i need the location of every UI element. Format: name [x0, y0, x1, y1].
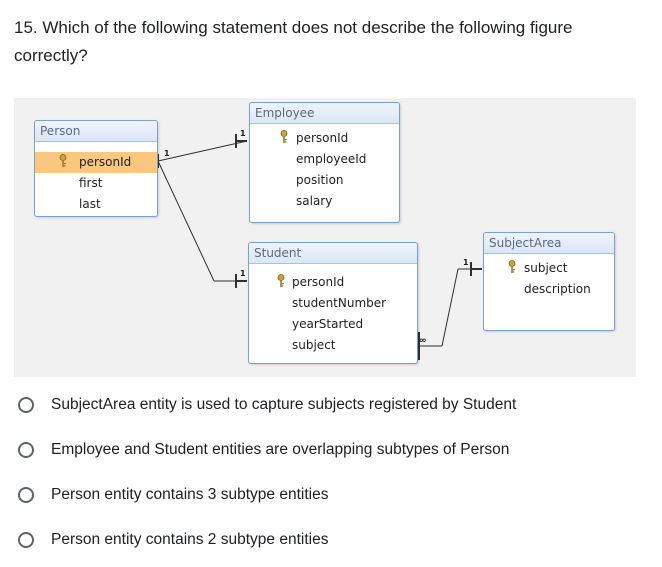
field-last[interactable]: last: [79, 197, 101, 211]
entity-title: Student: [249, 243, 417, 264]
entity-employee[interactable]: Employee personId employeeId position sa…: [249, 102, 400, 223]
field-employeeid[interactable]: employeeId: [296, 152, 367, 166]
key-icon: [59, 154, 67, 167]
radio-button[interactable]: [18, 532, 34, 548]
field-personid[interactable]: personId: [35, 152, 157, 173]
radio-button[interactable]: [18, 442, 34, 458]
cardinality-subjectarea: 1: [463, 258, 469, 267]
option-4[interactable]: Person entity contains 2 subtype entitie…: [14, 528, 328, 552]
cardinality-student: 1: [240, 269, 246, 278]
field-salary[interactable]: salary: [296, 194, 333, 208]
field-first[interactable]: first: [79, 176, 103, 190]
field-subject[interactable]: subject: [484, 258, 614, 279]
option-3[interactable]: Person entity contains 3 subtype entitie…: [14, 483, 328, 507]
field-position[interactable]: position: [296, 173, 344, 187]
option-label: Person entity contains 3 subtype entitie…: [51, 486, 329, 503]
cardinality-person: 1: [164, 149, 170, 158]
field-studentnumber[interactable]: studentNumber: [292, 296, 387, 310]
entity-title: Person: [35, 121, 157, 142]
cardinality-many: ∞: [419, 336, 427, 346]
field-personid[interactable]: personId: [249, 272, 417, 293]
field-personid[interactable]: personId: [250, 128, 399, 149]
entity-student[interactable]: Student personId studentNumber yearStart…: [248, 242, 418, 364]
option-label: Person entity contains 2 subtype entitie…: [51, 531, 329, 548]
option-1[interactable]: SubjectArea entity is used to capture su…: [14, 393, 516, 417]
radio-button[interactable]: [18, 397, 34, 413]
key-icon: [280, 130, 288, 143]
option-label: SubjectArea entity is used to capture su…: [51, 396, 517, 413]
er-diagram: 1 1 1 1 ∞ Person personId first last: [14, 98, 636, 377]
radio-button[interactable]: [18, 487, 34, 503]
question-text: 15. Which of the following statement doe…: [14, 18, 573, 65]
option-2[interactable]: Employee and Student entities are overla…: [14, 438, 509, 462]
field-subject[interactable]: subject: [292, 338, 336, 352]
entity-title: Employee: [250, 103, 399, 124]
entity-subjectarea[interactable]: SubjectArea subject description: [483, 232, 615, 331]
key-icon: [508, 260, 516, 273]
option-label: Employee and Student entities are overla…: [51, 441, 510, 458]
key-icon: [277, 274, 285, 287]
field-description[interactable]: description: [524, 282, 591, 296]
relationship-lines: 1 1 1 1 ∞: [157, 129, 482, 360]
relationship-person-student: [157, 160, 215, 282]
entity-person[interactable]: Person personId first last: [34, 120, 158, 217]
relationship-person-employee: [157, 140, 248, 162]
entity-title: SubjectArea: [484, 233, 614, 254]
cardinality-employee: 1: [240, 129, 246, 138]
field-yearstarted[interactable]: yearStarted: [292, 317, 364, 331]
